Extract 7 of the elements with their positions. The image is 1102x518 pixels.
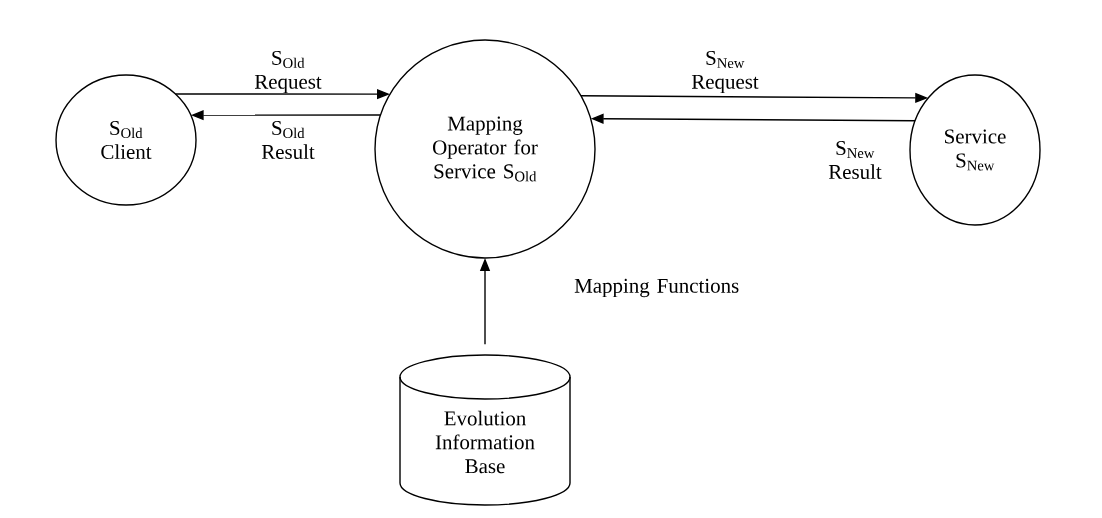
database-cylinder: Evolution Information Base xyxy=(399,354,571,506)
edge-label: Mapping Functions xyxy=(574,278,739,298)
edge-label: S$_{New}$ Request xyxy=(691,50,759,94)
node-label: Evolution Information Base xyxy=(435,410,535,474)
edge-label: S$_{New}$ Result xyxy=(828,141,882,179)
edge-label: S$_{Old}$ Result xyxy=(261,121,315,159)
edge-label: S$_{Old}$ Request xyxy=(254,50,322,94)
